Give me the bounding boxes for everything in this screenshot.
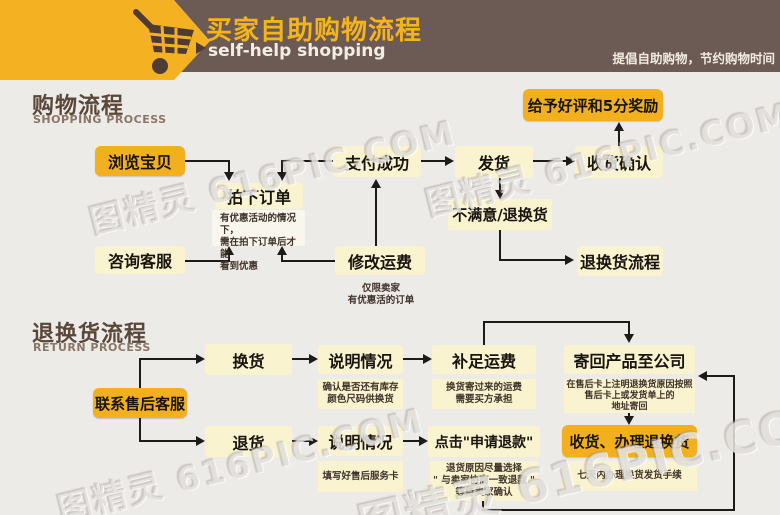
note-receive-and-process: 七天内办理换货发货手续 bbox=[562, 461, 697, 491]
return-section-title: 退换货流程 bbox=[32, 322, 148, 347]
arrow-unsatisfied-to-returnflow bbox=[499, 230, 574, 265]
node-exchange-goods: 换货 bbox=[205, 344, 292, 375]
node-return-process-link: 退换货流程 bbox=[577, 246, 663, 276]
arrow-sendback-to-receive bbox=[624, 413, 634, 425]
note-makeup-shipping-fee: 换货寄过来的运费 需要买方承担 bbox=[432, 379, 536, 409]
node-browse-items: 浏览宝贝 bbox=[95, 146, 185, 176]
note-place-order: 有优惠活动的情况下， 需在拍下订单后才能 看到优惠 bbox=[212, 210, 305, 272]
arrow-contact-to-return bbox=[139, 418, 205, 446]
node-consult-service: 咨询客服 bbox=[95, 246, 185, 274]
shopping-section-subtitle: SHOPPING PROCESS bbox=[33, 113, 167, 126]
note-modify-shipping-fee: 仅限卖家 有优惠活的订单 bbox=[347, 283, 415, 306]
node-confirm-receipt: 收货确认 bbox=[575, 146, 663, 178]
node-explain-situation-exchange: 说明情况 bbox=[318, 345, 403, 374]
note-explain-situation-exchange: 确认是否还有库存 颜色尺码供换货 bbox=[318, 379, 403, 409]
arrow-makeup-to-sendback bbox=[483, 321, 634, 345]
note-send-back-to-company: 在售后卡上注明退换货原因按照 售后卡上或发货单上的 地址寄回 bbox=[564, 379, 695, 413]
return-section-subtitle: RETURN PROCESS bbox=[33, 341, 151, 354]
arrow-explain1-to-makeup bbox=[403, 354, 432, 364]
note-explain-situation-return: 填写好售后服务卡 bbox=[318, 461, 403, 492]
node-return-goods: 退货 bbox=[205, 426, 292, 457]
page-subtitle: self-help shopping bbox=[208, 41, 386, 61]
arrow-contact-to-exchange bbox=[139, 354, 205, 388]
node-click-apply-refund: 点击"申请退款" bbox=[428, 426, 540, 457]
arrow-modify-to-pay bbox=[371, 179, 381, 246]
shopping-section-title: 购物流程 bbox=[32, 94, 125, 119]
node-send-back-to-company: 寄回产品至公司 bbox=[564, 345, 695, 374]
arrow-exchange-to-explain1 bbox=[292, 354, 318, 364]
note-click-apply-refund: 退货原因尽量选择 " 与卖家协商一致退款 " 等待卖家确认 bbox=[430, 461, 538, 501]
page-title: 买家自助购物流程 bbox=[206, 16, 423, 46]
node-place-order: 拍下订单 bbox=[215, 183, 303, 209]
node-makeup-shipping-fee: 补足运费 bbox=[432, 345, 536, 374]
node-good-review-reward: 给予好评和5分奖励 bbox=[523, 89, 663, 121]
node-ship-goods: 发货 bbox=[455, 146, 533, 178]
node-contact-aftersales: 联系售后客服 bbox=[93, 388, 187, 418]
node-receive-and-process: 收货、办理退换货 bbox=[562, 425, 697, 457]
shopping-cart-icon bbox=[128, 4, 212, 82]
node-modify-shipping-fee: 修改运费 bbox=[335, 246, 425, 275]
node-payment-success: 支付成功 bbox=[333, 146, 421, 177]
node-explain-situation-return: 说明情况 bbox=[318, 426, 403, 456]
node-unsatisfied-return: 不满意/退换货 bbox=[448, 199, 552, 230]
header-slogan: 提倡自助购物，节约购物时间 bbox=[612, 51, 775, 66]
